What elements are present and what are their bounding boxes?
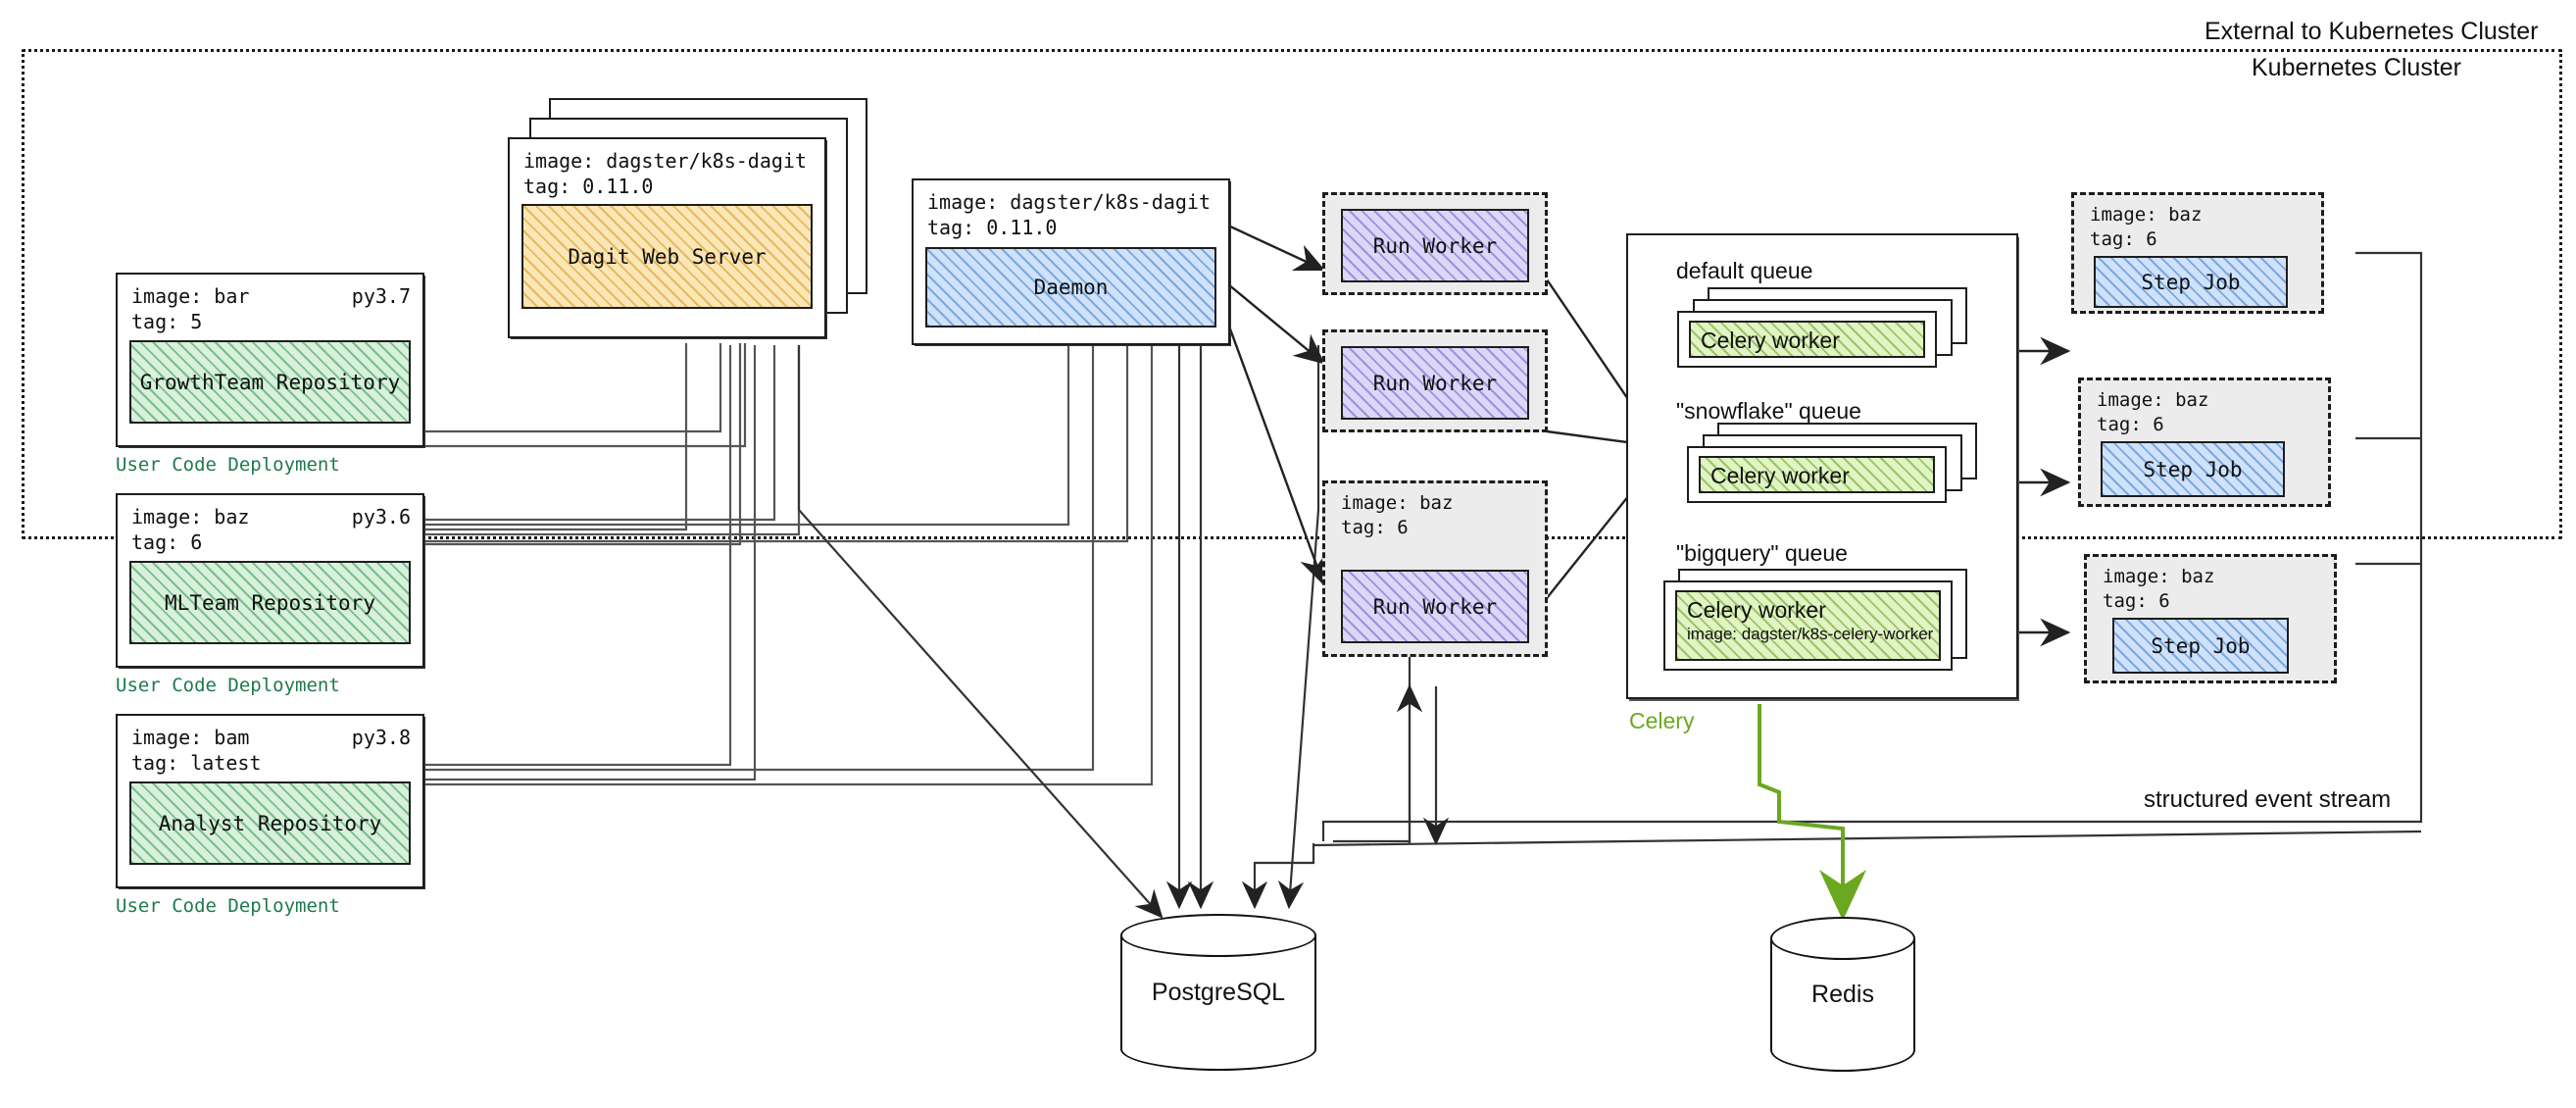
step-job-tag-1: tag: 6: [2090, 228, 2157, 250]
postgresql-label: PostgreSQL: [1151, 978, 1286, 1006]
pod-tag-3: tag: latest: [131, 751, 262, 775]
structured-event-stream-label: structured event stream: [2144, 786, 2392, 813]
step-job-tag-3: tag: 6: [2103, 590, 2170, 612]
celery-worker-image-3: image: dagster/k8s-celery-worker: [1687, 625, 1934, 643]
celery-worker-card-3[interactable]: Celery worker image: dagster/k8s-celery-…: [1663, 580, 1953, 671]
user-code-deployment-caption-1: User Code Deployment: [116, 454, 340, 476]
run-worker-box-2[interactable]: Run Worker: [1341, 346, 1529, 420]
step-job-1[interactable]: image: baz tag: 6 Step Job: [2071, 192, 2324, 314]
run-worker-image-3: image: baz: [1341, 492, 1454, 514]
celery-worker-title-2: Celery worker: [1710, 463, 1850, 488]
pod-python-1: py3.7: [351, 284, 411, 308]
step-job-image-3: image: baz: [2103, 566, 2215, 587]
celery-worker-3[interactable]: Celery worker image: dagster/k8s-celery-…: [1675, 590, 1941, 661]
repository-box-1[interactable]: GrowthTeam Repository: [129, 340, 411, 424]
step-job-2[interactable]: image: baz tag: 6 Step Job: [2078, 378, 2331, 507]
pod-python-2: py3.6: [351, 505, 411, 529]
redis-database[interactable]: Redis: [1770, 917, 1915, 1072]
postgresql-database[interactable]: PostgreSQL: [1120, 914, 1316, 1071]
run-worker-tag-3: tag: 6: [1341, 517, 1409, 538]
celery-worker-card-1[interactable]: Celery worker: [1677, 311, 1937, 368]
queue-label-bigquery: "bigquery" queue: [1676, 540, 1848, 566]
celery-worker-2[interactable]: Celery worker: [1699, 456, 1935, 493]
run-worker-job-1[interactable]: Run Worker: [1322, 192, 1548, 295]
pod-tag-2: tag: 6: [131, 530, 203, 554]
celery-worker-title-1: Celery worker: [1701, 327, 1840, 353]
pod-tag-1: tag: 5: [131, 310, 203, 333]
step-job-box-2[interactable]: Step Job: [2101, 441, 2285, 497]
celery-worker-1[interactable]: Celery worker: [1689, 321, 1925, 358]
step-job-meta-3: image: baz tag: 6: [2087, 557, 2334, 614]
pod-image-2: image: baz: [131, 505, 250, 529]
step-job-box-1[interactable]: Step Job: [2094, 256, 2288, 308]
run-worker-job-2[interactable]: Run Worker: [1322, 329, 1548, 432]
kubernetes-cluster-label: Kubernetes Cluster: [2252, 54, 2462, 81]
step-job-meta-2: image: baz tag: 6: [2081, 380, 2328, 437]
user-code-deployment-caption-3: User Code Deployment: [116, 895, 340, 917]
daemon-tag: tag: 0.11.0: [927, 216, 1058, 239]
queue-label-snowflake: "snowflake" queue: [1676, 398, 1861, 424]
step-job-3[interactable]: image: baz tag: 6 Step Job: [2084, 554, 2337, 683]
dagit-tag: tag: 0.11.0: [523, 175, 654, 198]
queue-label-default: default queue: [1676, 258, 1813, 283]
step-job-image-2: image: baz: [2097, 389, 2209, 411]
postgresql-cylinder-top: [1120, 914, 1316, 957]
user-code-deployment-caption-2: User Code Deployment: [116, 675, 340, 696]
external-cluster-label: External to Kubernetes Cluster: [2204, 18, 2539, 45]
repository-box-3[interactable]: Analyst Repository: [129, 781, 411, 865]
repository-box-2[interactable]: MLTeam Repository: [129, 561, 411, 644]
celery-caption: Celery: [1629, 708, 1695, 733]
step-job-meta-1: image: baz tag: 6: [2074, 195, 2321, 252]
pod-image-1: image: bar: [131, 284, 250, 308]
redis-cylinder-top: [1770, 917, 1915, 960]
step-job-image-1: image: baz: [2090, 204, 2203, 226]
celery-worker-title-3: Celery worker: [1687, 597, 1826, 623]
pod-image-3: image: bam: [131, 726, 250, 749]
step-job-box-3[interactable]: Step Job: [2112, 618, 2289, 674]
run-worker-meta-3: image: baz tag: 6: [1325, 483, 1545, 540]
daemon-image: image: dagster/k8s-dagit: [927, 190, 1211, 214]
pod-python-3: py3.8: [351, 726, 411, 749]
dagit-image: image: dagster/k8s-dagit: [523, 149, 807, 173]
celery-worker-card-2[interactable]: Celery worker: [1687, 446, 1947, 503]
run-worker-box-3[interactable]: Run Worker: [1341, 570, 1529, 643]
dagit-web-server-box[interactable]: Dagit Web Server: [521, 204, 813, 309]
run-worker-box-1[interactable]: Run Worker: [1341, 209, 1529, 282]
step-job-tag-2: tag: 6: [2097, 414, 2164, 435]
redis-label: Redis: [1811, 980, 1874, 1008]
run-worker-job-3[interactable]: image: baz tag: 6 Run Worker: [1322, 480, 1548, 657]
daemon-box[interactable]: Daemon: [925, 247, 1216, 327]
